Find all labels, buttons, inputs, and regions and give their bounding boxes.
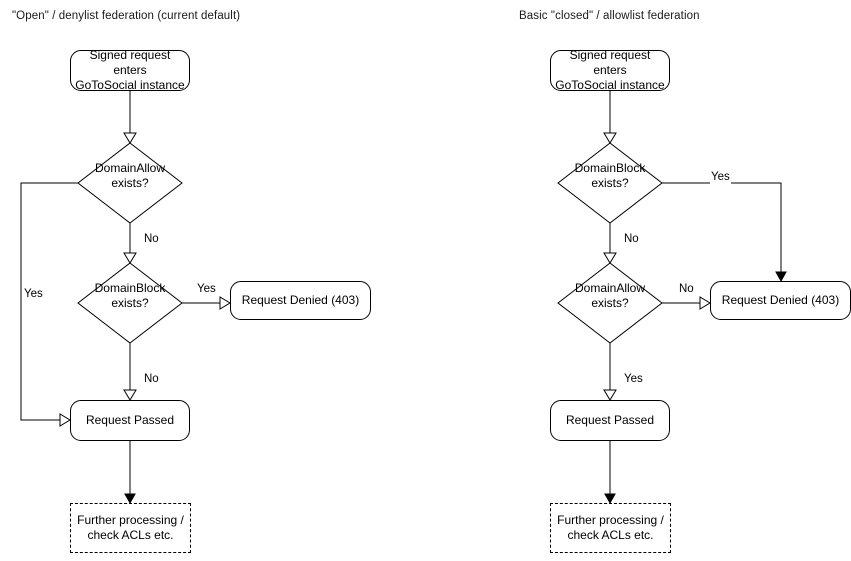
edge-label-domainblock-yes-left: Yes: [196, 283, 217, 296]
edge-label-domainallow-yes-left: Yes: [23, 288, 44, 301]
arrowhead-domainblock-yes: [219, 296, 231, 310]
decision-domainallow-left: [77, 142, 183, 224]
edge-label-domainblock-no-left: No: [143, 373, 160, 386]
node-request-passed-left: Request Passed: [70, 400, 190, 441]
arrowhead-domainallow-yes-right: [603, 389, 617, 401]
node-request-passed-right-text: Request Passed: [565, 413, 655, 427]
node-request-denied-left-text: Request Denied (403): [241, 293, 360, 307]
decision-domainblock-left: [77, 262, 183, 344]
edge-domainblock-yes-right: [662, 182, 782, 272]
node-further-processing-left-line2: check ACLs etc.: [87, 528, 174, 542]
node-start-right-line2: GoToSocial instance: [555, 78, 665, 92]
node-further-processing-left: Further processing / check ACLs etc.: [70, 503, 191, 553]
arrowhead-start-to-domainblock-right: [603, 132, 617, 144]
arrowhead-start-to-domainallow: [123, 132, 137, 144]
node-start-right-text: Signed request enters GoToSocial instanc…: [551, 48, 669, 93]
decision-domainblock-right: [557, 142, 663, 224]
arrowhead-domainallow-no-right: [699, 296, 711, 310]
diagram-title-closed-allowlist: Basic "closed" / allowlist federation: [519, 10, 700, 22]
arrowhead-passed-to-further: [124, 493, 136, 505]
node-further-processing-right-text: Further processing / check ACLs etc.: [553, 513, 668, 543]
node-further-processing-left-line1: Further processing /: [77, 513, 184, 527]
node-request-denied-left: Request Denied (403): [230, 281, 371, 320]
node-request-denied-right-text: Request Denied (403): [721, 293, 840, 307]
edge-label-domainblock-yes-right: Yes: [710, 171, 731, 184]
edge-label-domainallow-no-left: No: [143, 233, 160, 246]
edge-label-domainallow-yes-right: Yes: [623, 373, 644, 386]
arrowhead-domainblock-yes-right: [775, 271, 787, 283]
arrowhead-passed-to-further-right: [604, 493, 616, 505]
node-start-right: Signed request enters GoToSocial instanc…: [550, 48, 670, 93]
node-further-processing-right: Further processing / check ACLs etc.: [550, 503, 671, 553]
node-start-left-line1: Signed request enters: [89, 48, 171, 77]
node-further-processing-left-text: Further processing / check ACLs etc.: [73, 513, 188, 543]
decision-domainallow-right: [557, 262, 663, 344]
arrowhead-domainblock-no: [123, 389, 137, 401]
edge-label-domainallow-no-right: No: [678, 283, 695, 296]
edge-domainallow-yes: [20, 182, 78, 421]
edge-label-domainblock-no-right: No: [623, 233, 640, 246]
node-further-processing-right-line1: Further processing /: [557, 513, 664, 527]
node-start-left: Signed request enters GoToSocial instanc…: [70, 48, 190, 93]
node-start-left-text: Signed request enters GoToSocial instanc…: [71, 48, 189, 93]
node-request-passed-right: Request Passed: [550, 400, 670, 441]
node-request-passed-left-text: Request Passed: [85, 413, 175, 427]
arrowhead-domainallow-yes: [59, 413, 71, 427]
arrowhead-domainallow-no: [123, 252, 137, 264]
node-start-right-line1: Signed request enters: [569, 48, 651, 77]
node-start-left-line2: GoToSocial instance: [75, 78, 185, 92]
arrowhead-domainblock-no-right: [603, 252, 617, 264]
node-further-processing-right-line2: check ACLs etc.: [567, 528, 654, 542]
diagram-title-open-denylist: "Open" / denylist federation (current de…: [12, 10, 241, 22]
node-request-denied-right: Request Denied (403): [710, 281, 851, 320]
